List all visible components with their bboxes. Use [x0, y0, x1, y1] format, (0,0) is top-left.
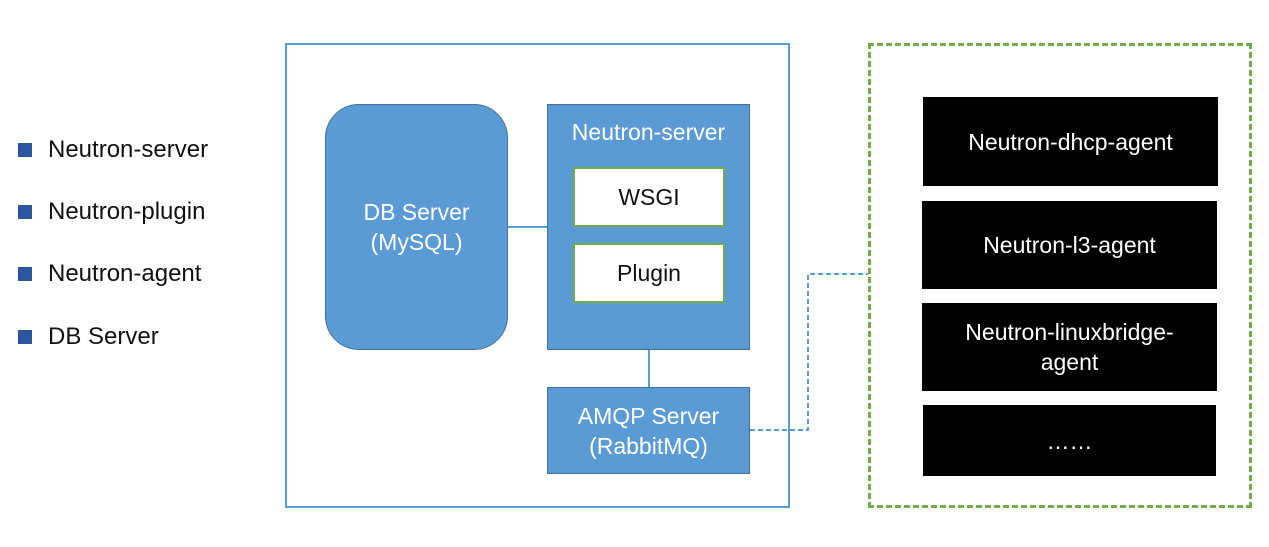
legend-label: Neutron-plugin — [48, 198, 206, 225]
wsgi-box: WSGI — [573, 167, 725, 227]
amqp-to-agents-dashed-line — [750, 273, 868, 431]
agent-box-l3: Neutron-l3-agent — [922, 201, 1217, 289]
agent-label: …… — [1046, 427, 1093, 454]
legend-item-neutron-server: Neutron-server — [18, 136, 208, 164]
db-server-node: DB Server (MySQL) — [325, 104, 508, 350]
square-bullet-icon — [18, 330, 32, 344]
db-server-label: DB Server — [363, 199, 470, 225]
agent-box-linuxbridge: Neutron-linuxbridge- agent — [922, 303, 1217, 391]
plugin-box: Plugin — [573, 243, 725, 303]
controller-node-box — [285, 43, 790, 508]
agent-box-ellipsis: …… — [923, 405, 1216, 476]
legend-item-db-server: DB Server — [18, 323, 159, 351]
legend-item-neutron-agent: Neutron-agent — [18, 260, 201, 288]
square-bullet-icon — [18, 205, 32, 219]
agent-label: Neutron-linuxbridge- — [965, 319, 1174, 345]
square-bullet-icon — [18, 143, 32, 157]
agent-sublabel: agent — [1040, 349, 1099, 375]
neutron-server-node: Neutron-server WSGI Plugin — [547, 104, 750, 350]
square-bullet-icon — [18, 267, 32, 281]
amqp-server-node: AMQP Server (RabbitMQ) — [547, 387, 750, 474]
amqp-server-label: AMQP Server — [577, 402, 720, 429]
agent-label: Neutron-dhcp-agent — [968, 128, 1173, 155]
amqp-server-sublabel: (RabbitMQ) — [589, 432, 708, 459]
agents-node-box — [868, 43, 1252, 508]
legend-label: Neutron-agent — [48, 260, 202, 287]
legend-label: Neutron-server — [48, 136, 209, 163]
agent-label: Neutron-l3-agent — [983, 232, 1156, 258]
legend-label: DB Server — [48, 323, 159, 350]
neutron-server-title: Neutron-server — [571, 119, 726, 145]
agent-box-dhcp: Neutron-dhcp-agent — [923, 97, 1218, 186]
legend-item-neutron-plugin: Neutron-plugin — [18, 198, 205, 226]
db-server-sublabel: (MySQL) — [370, 229, 463, 255]
